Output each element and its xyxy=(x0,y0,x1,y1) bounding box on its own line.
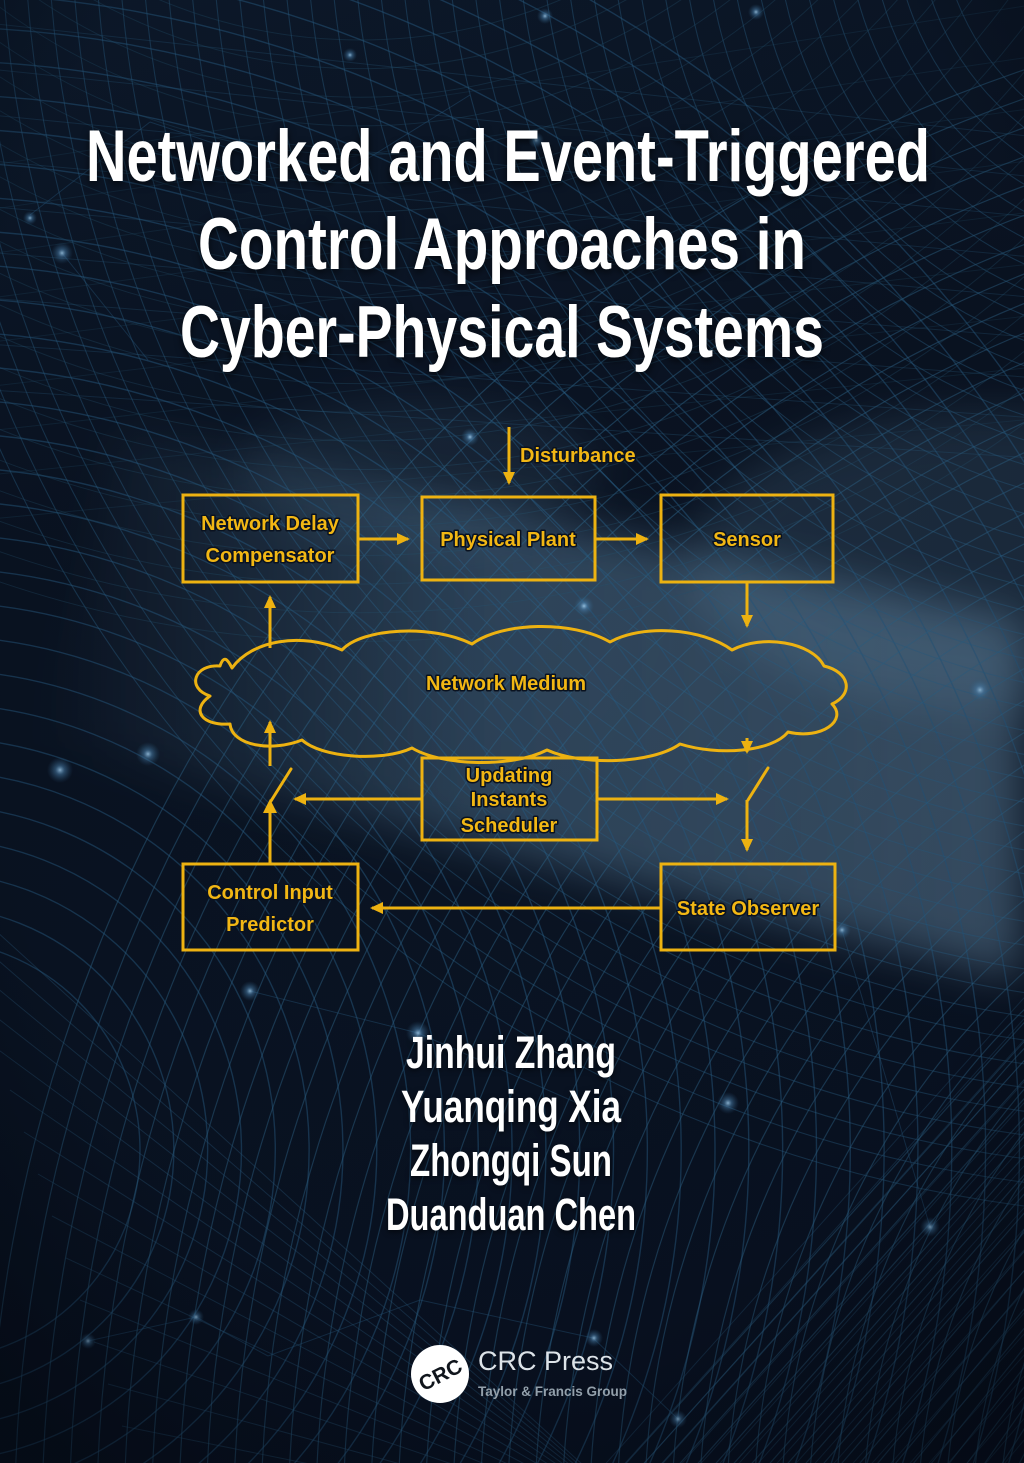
control-input-predictor-label-1: Control Input xyxy=(207,882,333,904)
sensor-label: Sensor xyxy=(713,529,781,551)
state-observer-label: State Observer xyxy=(677,898,820,920)
right-switch-arm xyxy=(746,766,770,802)
network-medium-label: Network Medium xyxy=(426,673,586,695)
control-system-diagram: Disturbance Network Delay Compensator Ph… xyxy=(181,427,848,952)
title-line-2: Control Approaches in xyxy=(198,204,806,285)
network-medium-cloud xyxy=(194,624,848,765)
author-4: Duanduan Chen xyxy=(386,1189,636,1240)
control-input-predictor-label-2: Predictor xyxy=(226,914,314,936)
author-2: Yuanqing Xia xyxy=(401,1081,622,1132)
scheduler-label-1: Updating xyxy=(466,765,553,787)
publisher-group: Taylor & Francis Group xyxy=(478,1384,627,1399)
network-delay-compensator-label-2: Compensator xyxy=(206,545,335,567)
publisher-name: CRC Press xyxy=(478,1346,613,1376)
network-delay-compensator-box xyxy=(181,493,360,584)
book-title: Networked and Event-Triggered Control Ap… xyxy=(86,116,930,373)
network-delay-compensator-label-1: Network Delay xyxy=(201,513,340,535)
title-line-3: Cyber-Physical Systems xyxy=(180,292,824,373)
publisher-logo: CRC CRC Press Taylor & Francis Group xyxy=(411,1345,627,1403)
author-names: Jinhui Zhang Yuanqing Xia Zhongqi Sun Du… xyxy=(386,1027,636,1240)
disturbance-label: Disturbance xyxy=(520,445,636,467)
author-1: Jinhui Zhang xyxy=(406,1027,616,1078)
left-switch-arm xyxy=(269,767,293,803)
scheduler-label-2: Instants xyxy=(471,789,548,811)
control-input-predictor-box xyxy=(181,862,360,952)
crc-logo-circle-icon xyxy=(411,1345,469,1403)
scheduler-label-3: Scheduler xyxy=(461,815,558,837)
author-3: Zhongqi Sun xyxy=(410,1135,612,1186)
physical-plant-label: Physical Plant xyxy=(440,529,576,551)
title-line-1: Networked and Event-Triggered xyxy=(86,116,930,197)
left-switch-contact-arrowhead xyxy=(263,799,277,813)
